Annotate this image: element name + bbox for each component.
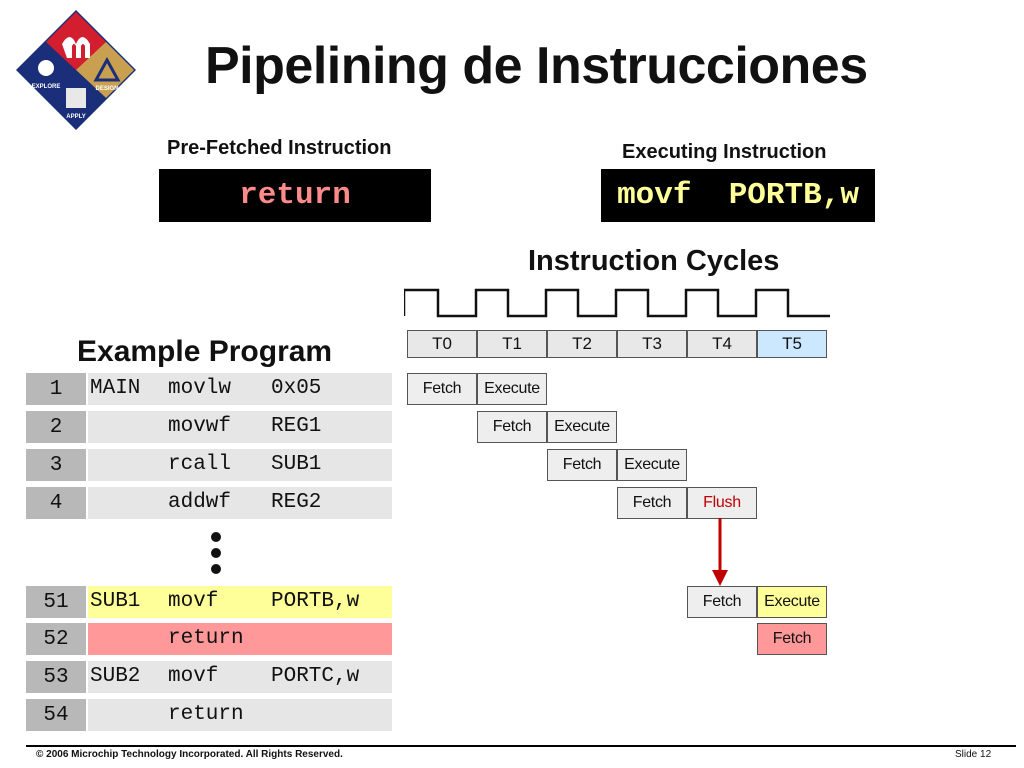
- code-opcode: movwf: [168, 415, 232, 438]
- program-line: 54 return: [26, 699, 392, 731]
- pipeline-fetch-cell: Fetch: [687, 586, 757, 618]
- instruction-cycles-title: Instruction Cycles: [528, 245, 780, 277]
- line-number: 1: [26, 373, 86, 405]
- code-opcode: rcall: [168, 453, 232, 476]
- code-text: return: [88, 699, 392, 731]
- cycle-t2: T2: [547, 330, 617, 358]
- pre-fetched-instruction: return: [159, 169, 431, 222]
- executing-instruction: movf PORTB,w: [601, 169, 875, 222]
- pre-fetched-label: Pre-Fetched Instruction: [167, 137, 392, 159]
- code-label: SUB1: [90, 590, 141, 613]
- executing-label: Executing Instruction: [622, 141, 827, 163]
- example-program-title: Example Program: [77, 335, 333, 368]
- copyright-text: © 2006 Microchip Technology Incorporated…: [36, 749, 343, 760]
- pipeline-fetch-cell: Fetch: [757, 623, 827, 655]
- code-label: SUB2: [90, 665, 141, 688]
- cycle-t5: T5: [757, 330, 827, 358]
- program-line: 52 return: [26, 623, 392, 655]
- line-number: 52: [26, 623, 86, 655]
- pipeline-fetch-cell: Fetch: [407, 373, 477, 405]
- line-number: 51: [26, 586, 86, 618]
- pipeline-execute-cell: Execute: [757, 586, 827, 618]
- flush-arrow: [712, 518, 728, 586]
- code-opcode: movlw: [168, 377, 232, 400]
- code-opcode: addwf: [168, 491, 232, 514]
- cycle-t1: T1: [477, 330, 547, 358]
- code-operand: PORTB,w: [271, 590, 360, 613]
- pipeline-fetch-cell: Fetch: [547, 449, 617, 481]
- footer-divider: [26, 745, 1016, 747]
- svg-text:DESIGN: DESIGN: [95, 86, 118, 92]
- line-number: 3: [26, 449, 86, 481]
- code-operand: 0x05: [271, 377, 322, 400]
- code-text: SUB1 movf PORTB,w: [88, 586, 392, 618]
- code-operand: PORTC,w: [271, 665, 360, 688]
- cycle-t4: T4: [687, 330, 757, 358]
- program-line: 3 rcall SUB1: [26, 449, 392, 481]
- pipeline-flush-cell: Flush: [687, 487, 757, 519]
- line-number: 2: [26, 411, 86, 443]
- code-text: MAIN movlw 0x05: [88, 373, 392, 405]
- slide-title: Pipelining de Instrucciones: [205, 37, 868, 95]
- line-number: 53: [26, 661, 86, 693]
- ellipsis-dots: [211, 532, 221, 574]
- microchip-logo: EXPLORE DESIGN APPLY: [16, 10, 136, 130]
- pipeline-execute-cell: Execute: [617, 449, 687, 481]
- program-line: 2 movwf REG1: [26, 411, 392, 443]
- code-opcode: return: [168, 703, 244, 726]
- code-operand: SUB1: [271, 453, 322, 476]
- pipeline-fetch-cell: Fetch: [477, 411, 547, 443]
- code-opcode: movf: [168, 590, 219, 613]
- clock-waveform: [404, 288, 830, 318]
- code-label: MAIN: [90, 377, 141, 400]
- code-operand: REG2: [271, 491, 322, 514]
- cycle-t3: T3: [617, 330, 687, 358]
- svg-text:EXPLORE: EXPLORE: [32, 84, 61, 90]
- code-opcode: movf: [168, 665, 219, 688]
- slide-number: Slide 12: [955, 749, 992, 760]
- line-number: 4: [26, 487, 86, 519]
- code-text: rcall SUB1: [88, 449, 392, 481]
- pipeline-execute-cell: Execute: [547, 411, 617, 443]
- pipeline-execute-cell: Execute: [477, 373, 547, 405]
- svg-text:APPLY: APPLY: [66, 114, 85, 120]
- code-text: SUB2 movf PORTC,w: [88, 661, 392, 693]
- code-text: addwf REG2: [88, 487, 392, 519]
- cycle-t0: T0: [407, 330, 477, 358]
- code-opcode: return: [168, 627, 244, 650]
- code-operand: REG1: [271, 415, 322, 438]
- line-number: 54: [26, 699, 86, 731]
- code-text: movwf REG1: [88, 411, 392, 443]
- pipeline-fetch-cell: Fetch: [617, 487, 687, 519]
- code-text: return: [88, 623, 392, 655]
- program-line: 4 addwf REG2: [26, 487, 392, 519]
